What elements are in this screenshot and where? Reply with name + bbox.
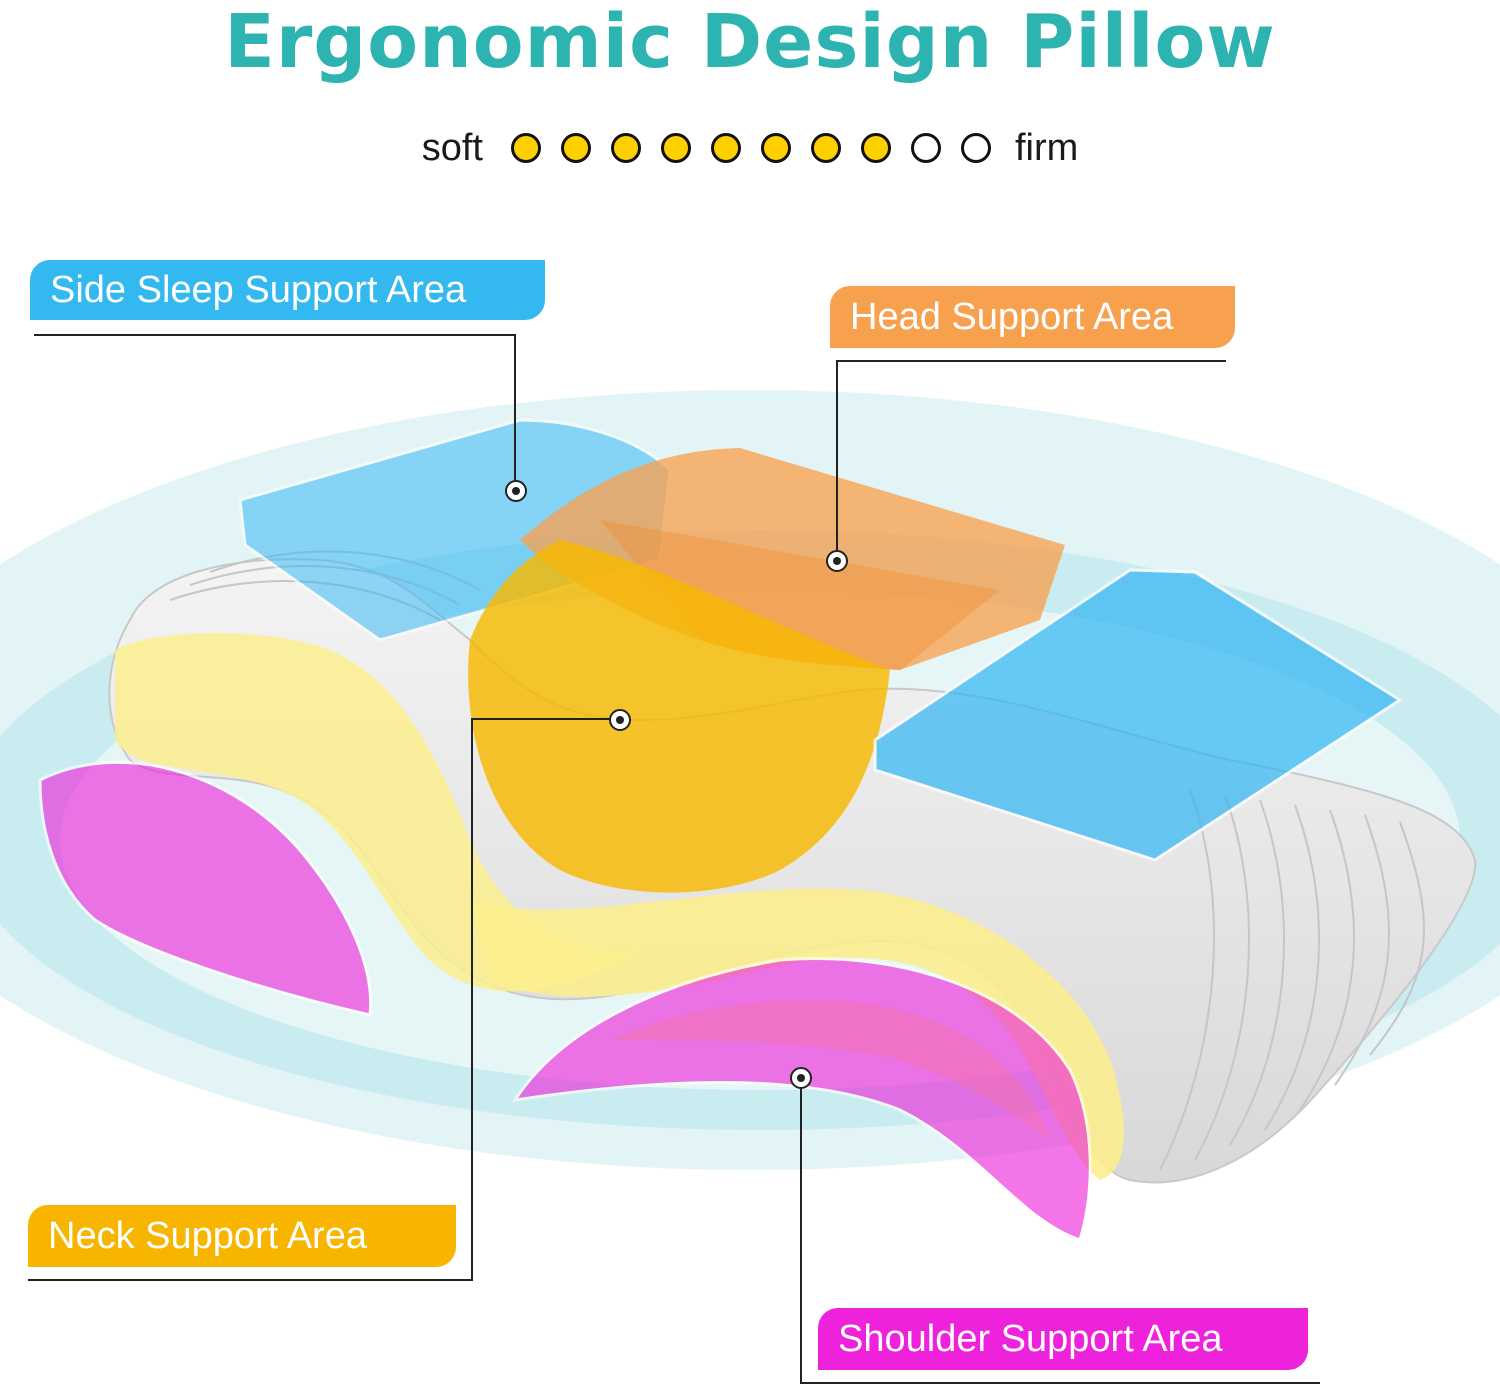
head-support-text: Head Support Area bbox=[850, 295, 1174, 338]
head-underline bbox=[836, 360, 1226, 362]
neck-underline bbox=[28, 1279, 473, 1281]
page-title: Ergonomic Design Pillow bbox=[224, 0, 1276, 85]
side-sleep-support-text: Side Sleep Support Area bbox=[50, 268, 467, 311]
neck-support-label: Neck Support Area bbox=[28, 1205, 456, 1267]
firmness-dot bbox=[610, 133, 641, 163]
shoulder-support-label: Shoulder Support Area bbox=[818, 1308, 1308, 1370]
side-sleep-support-label: Side Sleep Support Area bbox=[30, 260, 545, 320]
firmness-dot bbox=[710, 133, 741, 163]
firmness-dot bbox=[760, 133, 791, 163]
neck-leader-vertical bbox=[471, 718, 473, 1280]
shoulder-support-text: Shoulder Support Area bbox=[838, 1317, 1223, 1360]
firmness-dot bbox=[510, 133, 541, 163]
shoulder-leader bbox=[800, 1078, 802, 1382]
shoulder-piece-left bbox=[38, 760, 373, 1017]
firmness-dots bbox=[510, 133, 991, 163]
firmness-dot bbox=[660, 133, 691, 163]
firmness-dot bbox=[560, 133, 591, 163]
firmness-scale: soft firm bbox=[0, 120, 1500, 176]
neck-layer-front bbox=[470, 888, 1124, 1180]
firm-label: firm bbox=[1014, 126, 1079, 169]
soft-label: soft bbox=[421, 126, 483, 169]
firmness-dot bbox=[910, 133, 941, 163]
neck-support-block bbox=[468, 540, 890, 893]
side-sleep-underline bbox=[34, 334, 516, 336]
head-leader bbox=[836, 360, 838, 552]
side-sleep-leader bbox=[514, 334, 516, 484]
neck-support-text: Neck Support Area bbox=[48, 1214, 367, 1257]
shoulder-underline bbox=[800, 1382, 1320, 1384]
firmness-dot bbox=[810, 133, 841, 163]
side-sleep-block-right bbox=[873, 568, 1403, 862]
firmness-dot bbox=[960, 133, 991, 163]
shoulder-piece-front-shade bbox=[610, 1000, 1050, 1140]
neck-layer-left bbox=[115, 633, 640, 992]
neck-leader-horizontal bbox=[471, 718, 619, 720]
head-support-label: Head Support Area bbox=[830, 286, 1235, 348]
firmness-dot bbox=[860, 133, 891, 163]
